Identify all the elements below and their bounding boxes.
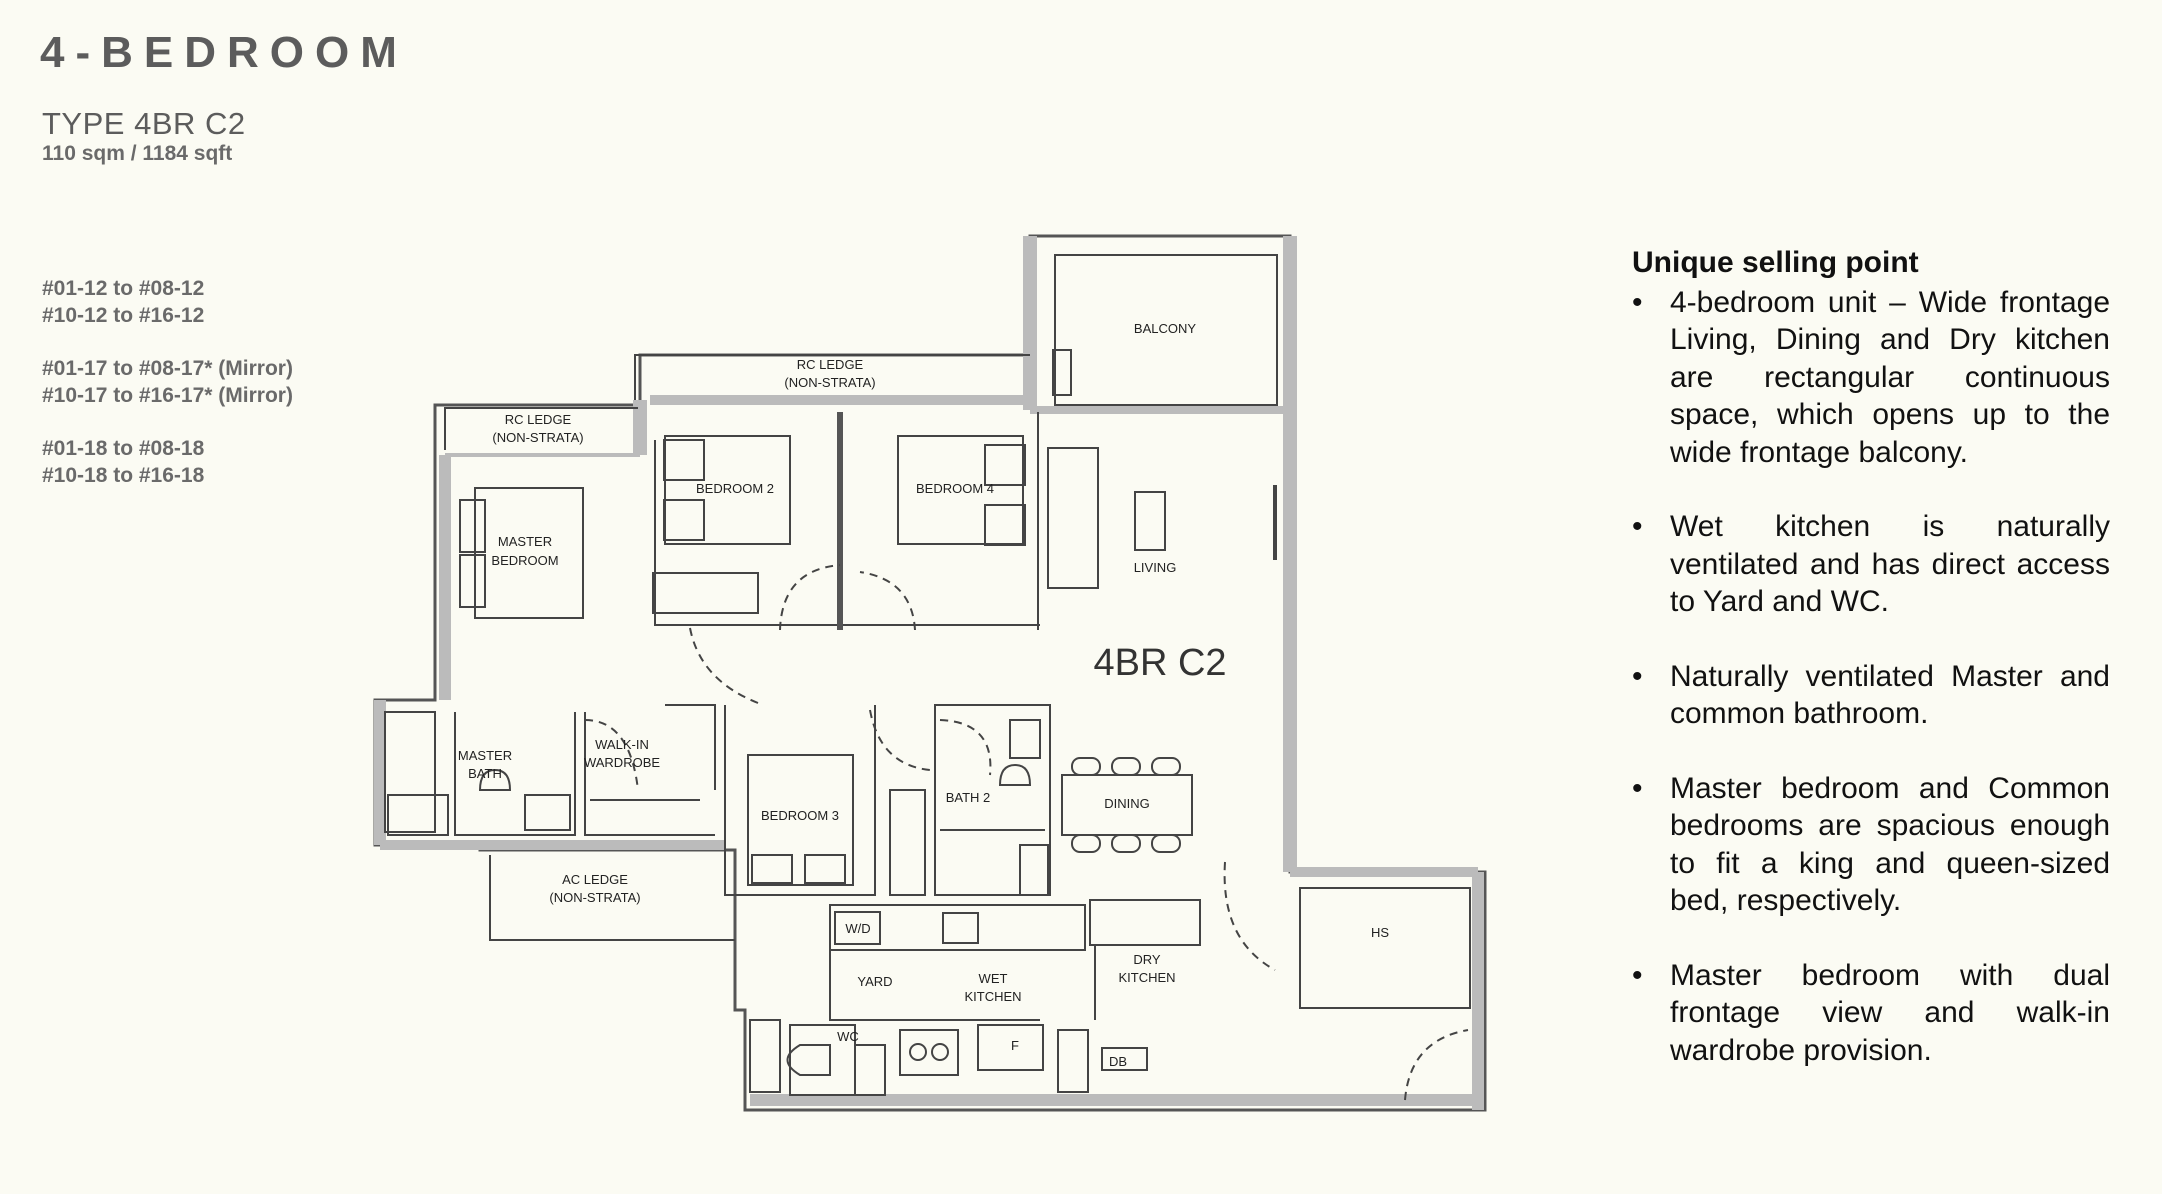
usp-point: Naturally ventilated Master and common b…: [1632, 658, 2110, 733]
unit-group: #01-18 to #08-18 #10-18 to #16-18: [42, 435, 293, 489]
plan-type-label: 4BR C2: [1093, 642, 1226, 684]
label-bedroom-4: BEDROOM 4: [916, 481, 994, 496]
label-dry-kitchen: DRY: [1133, 952, 1161, 967]
usp-heading: Unique selling point: [1632, 246, 1919, 279]
label-yard: YARD: [857, 974, 892, 989]
unit-range: #10-12 to #16-12: [42, 304, 205, 327]
label-dining: DINING: [1104, 796, 1150, 811]
unit-range: #01-12 to #08-12: [42, 277, 205, 300]
label-rc-ledge-sub: (NON-STRATA): [492, 430, 583, 445]
usp-point: 4-bedroom unit – Wide frontage Living, D…: [1632, 284, 2110, 472]
usp-point: Master bedroom and Common bedrooms are s…: [1632, 770, 2110, 920]
label-living: LIVING: [1134, 560, 1177, 575]
label-walk-in: WALK-IN: [595, 737, 649, 752]
label-master-bath: MASTER: [458, 748, 512, 763]
usp-list: 4-bedroom unit – Wide frontage Living, D…: [1632, 284, 2110, 1070]
label-bedroom-2: BEDROOM 2: [696, 481, 774, 496]
label-db: DB: [1109, 1054, 1127, 1069]
label-hs: HS: [1371, 925, 1389, 940]
label-master-bedroom: MASTER: [498, 534, 552, 549]
unit-size: 110 sqm / 1184 sqft: [42, 142, 233, 165]
label-wd: W/D: [845, 921, 870, 936]
label-walk-in: WARDROBE: [584, 755, 660, 770]
unit-range: #10-17 to #16-17* (Mirror): [42, 384, 293, 407]
page-title: 4-BEDROOM: [40, 28, 408, 77]
label-fridge: F: [1011, 1038, 1019, 1053]
unit-group: #01-17 to #08-17* (Mirror) #10-17 to #16…: [42, 355, 293, 409]
label-bedroom-3: BEDROOM 3: [761, 808, 839, 823]
label-balcony: BALCONY: [1134, 321, 1196, 336]
unit-range: #01-17 to #08-17* (Mirror): [42, 357, 293, 380]
label-rc-ledge: RC LEDGE: [505, 412, 572, 427]
label-wet-kitchen: WET: [979, 971, 1008, 986]
label-wet-kitchen: KITCHEN: [964, 989, 1021, 1004]
label-rc-ledge: RC LEDGE: [797, 357, 864, 372]
usp-point: Wet kitchen is naturally ventilated and …: [1632, 508, 2110, 621]
label-dry-kitchen: KITCHEN: [1118, 970, 1175, 985]
unit-range: #10-18 to #16-18: [42, 464, 205, 487]
label-ac-ledge-sub: (NON-STRATA): [549, 890, 640, 905]
unit-group: #01-12 to #08-12 #10-12 to #16-12: [42, 275, 293, 329]
unit-list: #01-12 to #08-12 #10-12 to #16-12 #01-17…: [42, 275, 293, 515]
usp-point: Master bedroom with dual frontage view a…: [1632, 957, 2110, 1070]
unit-type: TYPE 4BR C2: [42, 106, 246, 141]
label-master-bedroom: BEDROOM: [491, 553, 558, 568]
label-ac-ledge: AC LEDGE: [562, 872, 628, 887]
label-wc: WC: [837, 1029, 859, 1044]
label-master-bath: BATH: [468, 766, 502, 781]
usp-panel: Unique selling point 4-bedroom unit – Wi…: [1632, 244, 2110, 1106]
unit-range: #01-18 to #08-18: [42, 437, 205, 460]
floor-plan: BALCONY RC LEDGE (NON-STRATA) RC LEDGE (…: [373, 234, 1487, 1112]
label-rc-ledge-sub: (NON-STRATA): [784, 375, 875, 390]
label-bath-2: BATH 2: [946, 790, 991, 805]
